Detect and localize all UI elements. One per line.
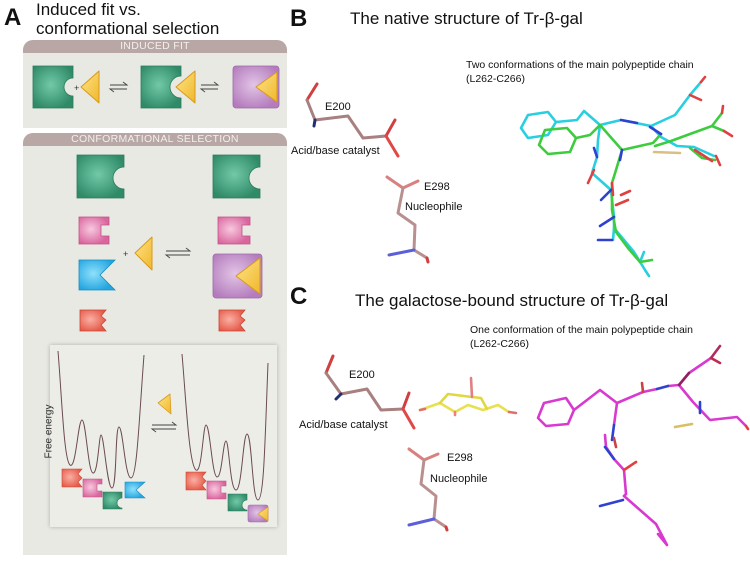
- equilibrium-arrows-icon: [150, 421, 178, 433]
- panel-c-title: The galactose-bound structure of Tr-β-ga…: [355, 291, 669, 310]
- residue-e298-stick: [385, 175, 430, 264]
- enzyme-green-open-shape: [227, 493, 248, 512]
- equilibrium-arrows-icon: [199, 81, 220, 93]
- panel-c-residue-e298-label: E298: [447, 452, 473, 464]
- conformational-selection-header: CONFORMATIONAL SELECTION: [23, 133, 287, 146]
- ligand-triangle-icon: [235, 257, 261, 295]
- chain-heteroatoms: [586, 75, 734, 242]
- panel-c-acid-base-catalyst-label: Acid/base catalyst: [299, 419, 388, 431]
- chain-sulfur-stub: [652, 150, 682, 155]
- residue-e200-stick: [305, 82, 400, 158]
- induced-fit-header: INDUCED FIT: [23, 40, 287, 53]
- enzyme-red-shape: [61, 468, 83, 488]
- equilibrium-arrows-icon: [164, 247, 192, 259]
- panel-b-chain-annotation-line2: (L262-C266): [466, 73, 525, 85]
- plus-sign: +: [123, 249, 128, 259]
- panel-c-residue-e200-label: E200: [349, 369, 375, 381]
- enzyme-blue-shape: [78, 259, 116, 291]
- enzyme-red-shape: [218, 309, 246, 332]
- enzyme-pink-shape: [78, 216, 110, 245]
- ligand-triangle-icon: [255, 71, 278, 103]
- galactose-stick: [418, 376, 518, 417]
- enzyme-pink-shape: [206, 480, 227, 500]
- ligand-triangle-icon: [175, 70, 196, 104]
- enzyme-green-open-shape: [32, 65, 74, 109]
- enzyme-pink-shape: [217, 216, 251, 245]
- ligand-triangle-icon: [80, 70, 100, 104]
- enzyme-green-open-shape: [212, 154, 261, 199]
- ligand-triangle-icon: [157, 393, 172, 415]
- enzyme-pink-shape: [82, 478, 103, 498]
- panel-b-title: The native structure of Tr-β-gal: [350, 9, 583, 28]
- panel-c-nucleophile-label: Nucleophile: [430, 473, 488, 485]
- panel-a-letter: A: [4, 4, 22, 31]
- equilibrium-arrows-icon: [108, 81, 129, 93]
- residue-e298-stick: [407, 447, 449, 532]
- chain-heteroatoms: [598, 344, 750, 508]
- panel-c-chain-annotation-line1: One conformation of the main polypeptide…: [470, 324, 693, 336]
- panel-b-nucleophile-label: Nucleophile: [405, 201, 463, 213]
- residue-e200-stick: [324, 354, 416, 430]
- panel-c-chain-annotation-line2: (L262-C266): [470, 338, 529, 350]
- panel-a-title-line2: conformational selection: [36, 19, 220, 38]
- panel-b-chain-annotation-line1: Two conformations of the main polypeptid…: [466, 59, 694, 71]
- panel-a-title-line1: Induced fit vs.: [36, 0, 141, 19]
- enzyme-green-binding-shape: [140, 65, 182, 109]
- enzyme-red-shape: [79, 309, 107, 332]
- energy-curve-bound: [181, 353, 269, 501]
- plus-sign: +: [74, 83, 79, 93]
- panel-c-letter: C: [290, 283, 308, 310]
- panel-b-acid-base-catalyst-label: Acid/base catalyst: [291, 145, 380, 157]
- enzyme-blue-shape: [124, 481, 146, 499]
- panel-b-residue-e298-label: E298: [424, 181, 450, 193]
- panel-b-letter: B: [290, 5, 308, 32]
- ligand-triangle-icon: [257, 506, 269, 522]
- energy-curve-unbound: [57, 350, 145, 489]
- chain-sulfur-stub: [673, 422, 694, 429]
- enzyme-red-shape: [185, 471, 207, 491]
- panel-b-residue-e200-label: E200: [325, 101, 351, 113]
- enzyme-green-open-shape: [76, 154, 125, 199]
- ligand-triangle-icon: [134, 236, 153, 271]
- enzyme-green-open-shape: [102, 491, 123, 510]
